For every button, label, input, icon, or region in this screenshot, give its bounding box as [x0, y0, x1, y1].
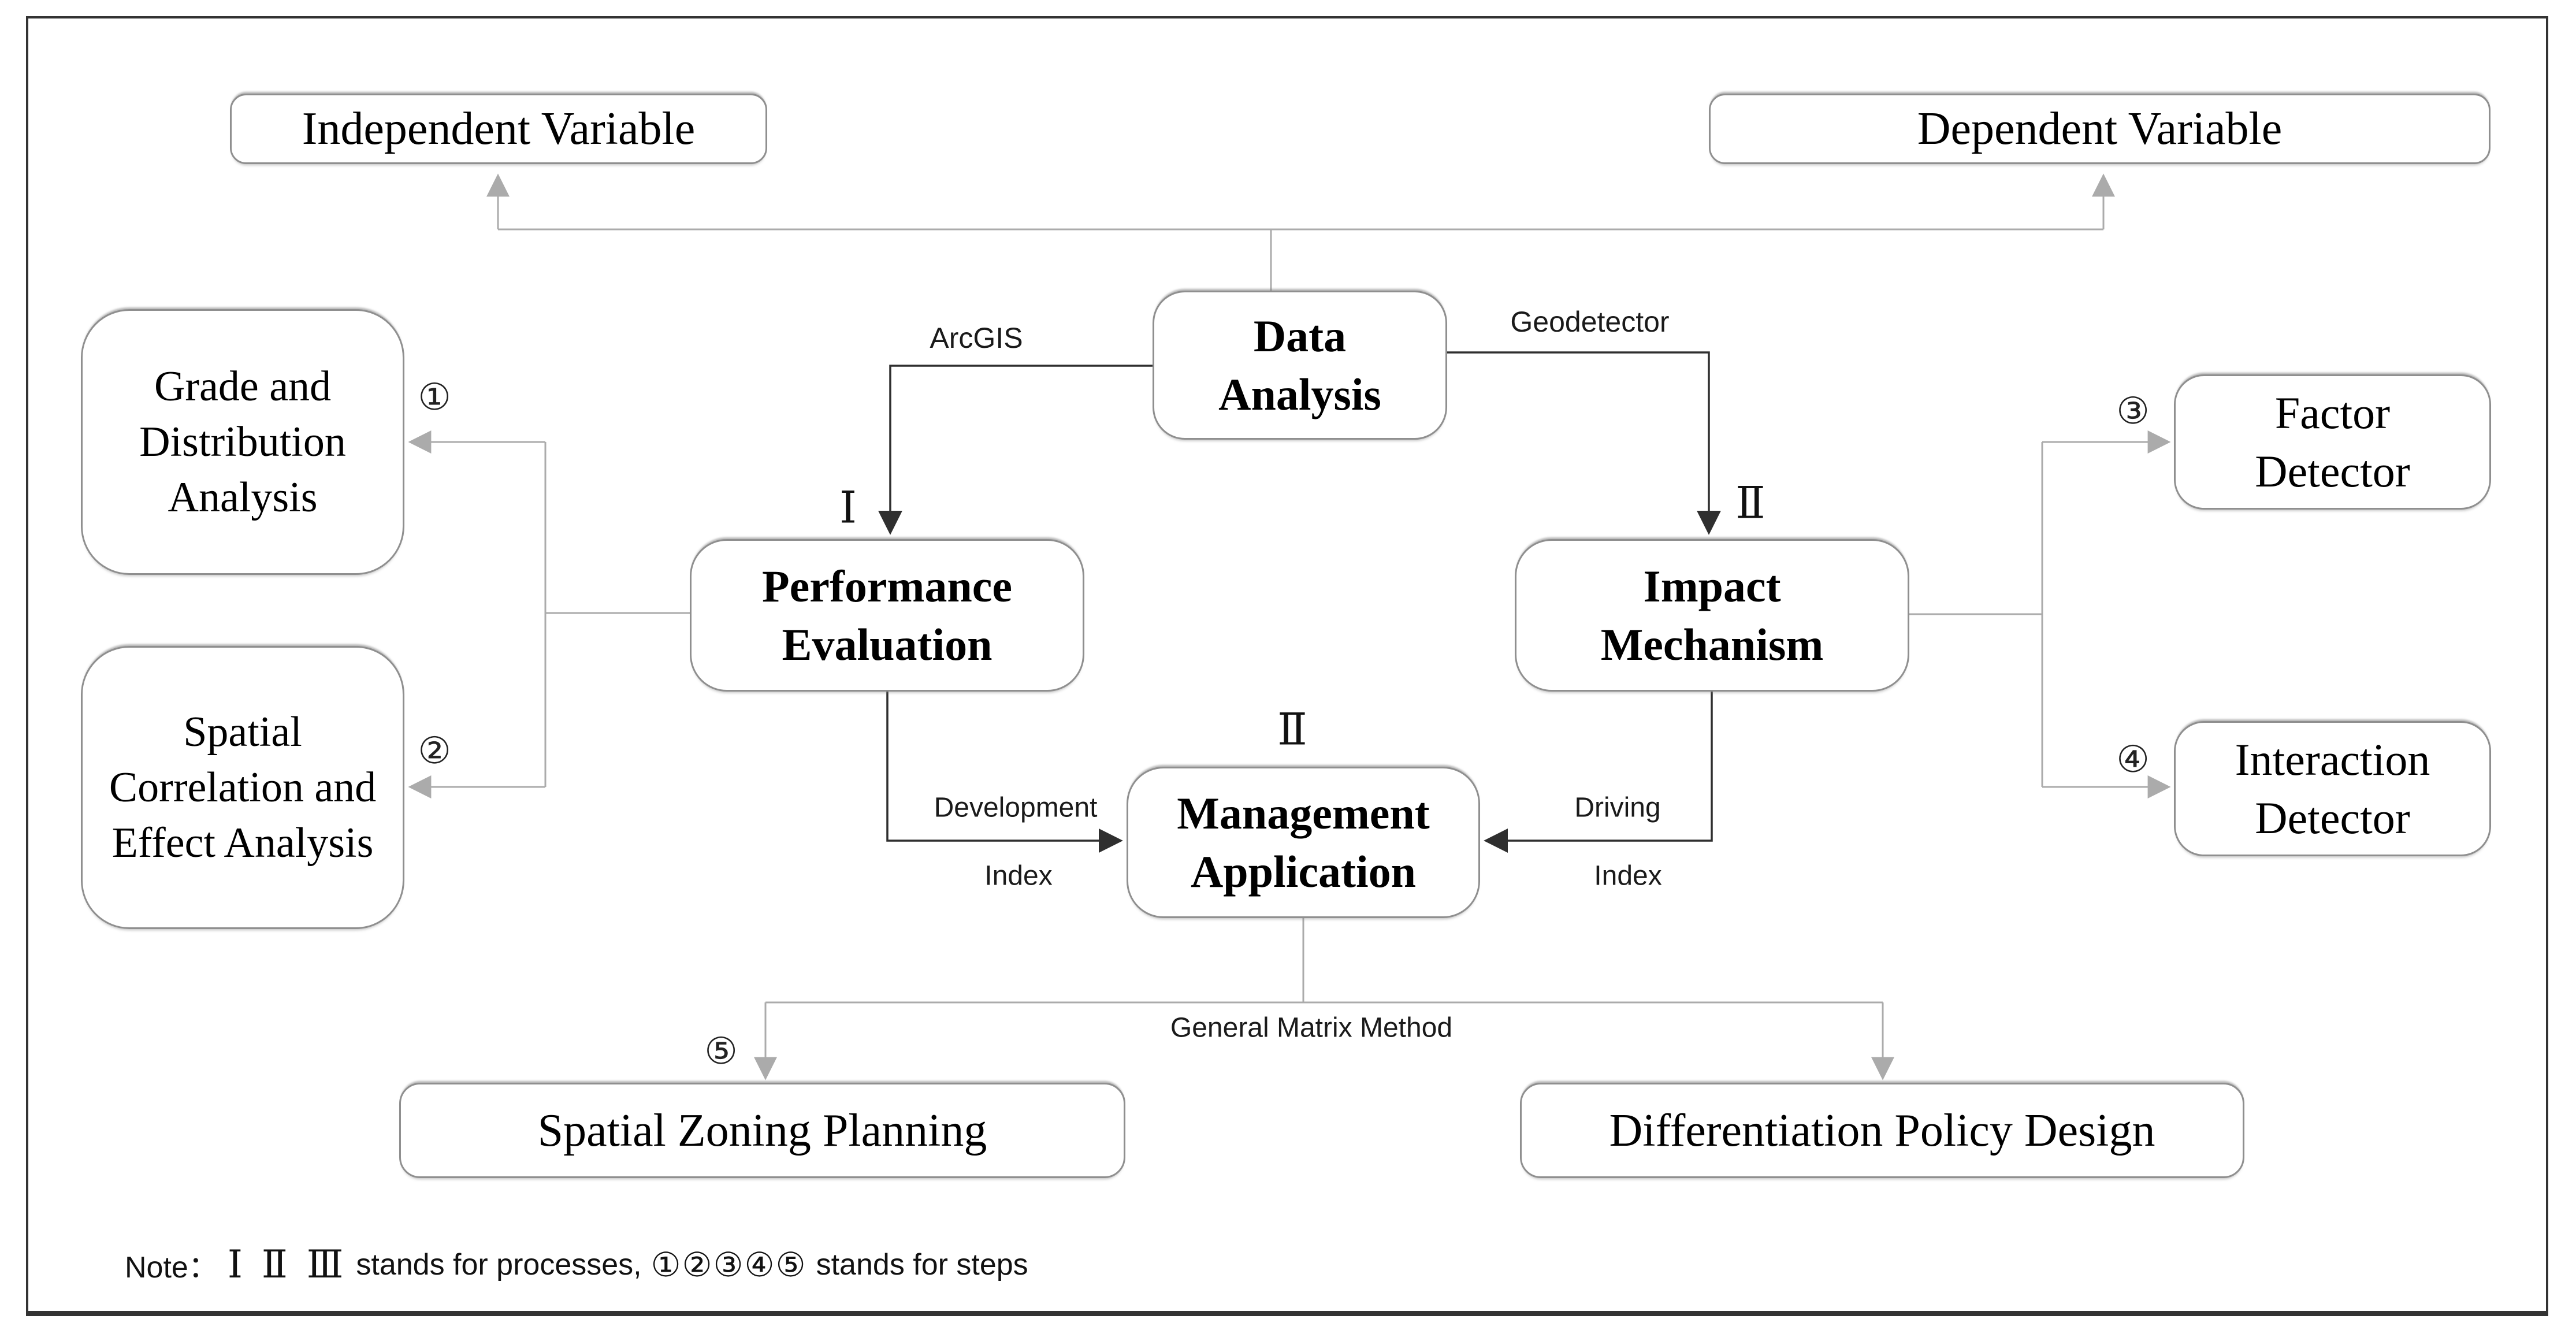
node-impact-mechanism: Impact Mechanism [1515, 539, 1909, 692]
edge-driving-index [1484, 692, 1713, 853]
node-spatial-correlation-analysis: Spatial Correlation and Effect Analysis [81, 646, 404, 929]
process-marker-3: Ⅱ [1277, 703, 1307, 755]
node-grade-distribution-analysis: Grade and Distribution Analysis [81, 309, 404, 575]
note-line: Note： Ⅰ Ⅱ Ⅲ stands for processes, ①②③④⑤ … [125, 1242, 1028, 1287]
diagram-frame [26, 16, 2548, 1316]
label-geodetector: Geodetector [1510, 306, 1670, 338]
label-development-index: Index [984, 860, 1053, 891]
edge-arcgis [878, 365, 1153, 535]
step-marker-2: ② [418, 730, 451, 772]
step-marker-4: ④ [2116, 738, 2150, 781]
node-management-application: Management Application [1127, 767, 1480, 918]
step-marker-1: ① [418, 376, 451, 419]
edge-development-index [886, 692, 1123, 853]
label-driving: Driving [1574, 792, 1661, 823]
label-arcgis: ArcGIS [930, 322, 1023, 354]
note-roman-numerals: Ⅰ Ⅱ Ⅲ [227, 1242, 347, 1287]
label-development: Development [934, 792, 1098, 823]
node-performance-evaluation: Performance Evaluation [690, 539, 1084, 692]
note-processes-text: stands for processes, [356, 1247, 642, 1281]
node-differentiation-policy-design: Differentiation Policy Design [1520, 1083, 2244, 1178]
step-marker-5: ⑤ [704, 1030, 738, 1073]
edge-geodetector [1447, 351, 1721, 535]
process-marker-1: Ⅰ [839, 481, 857, 533]
node-interaction-detector: Interaction Detector [2174, 721, 2491, 856]
process-marker-2: Ⅱ [1735, 477, 1765, 529]
node-spatial-zoning-planning: Spatial Zoning Planning [399, 1083, 1125, 1178]
note-circled-numbers: ①②③④⑤ [650, 1245, 807, 1284]
note-steps-text: stands for steps [816, 1247, 1028, 1281]
node-independent-variable: Independent Variable [230, 94, 767, 164]
label-general-matrix-method: General Matrix Method [1170, 1012, 1453, 1043]
node-data-analysis: Data Analysis [1153, 291, 1447, 440]
label-driving-index: Index [1594, 860, 1662, 891]
node-factor-detector: Factor Detector [2174, 374, 2491, 510]
step-marker-3: ③ [2116, 390, 2150, 433]
note-prefix: Note： [125, 1251, 218, 1284]
node-dependent-variable: Dependent Variable [1709, 94, 2490, 164]
